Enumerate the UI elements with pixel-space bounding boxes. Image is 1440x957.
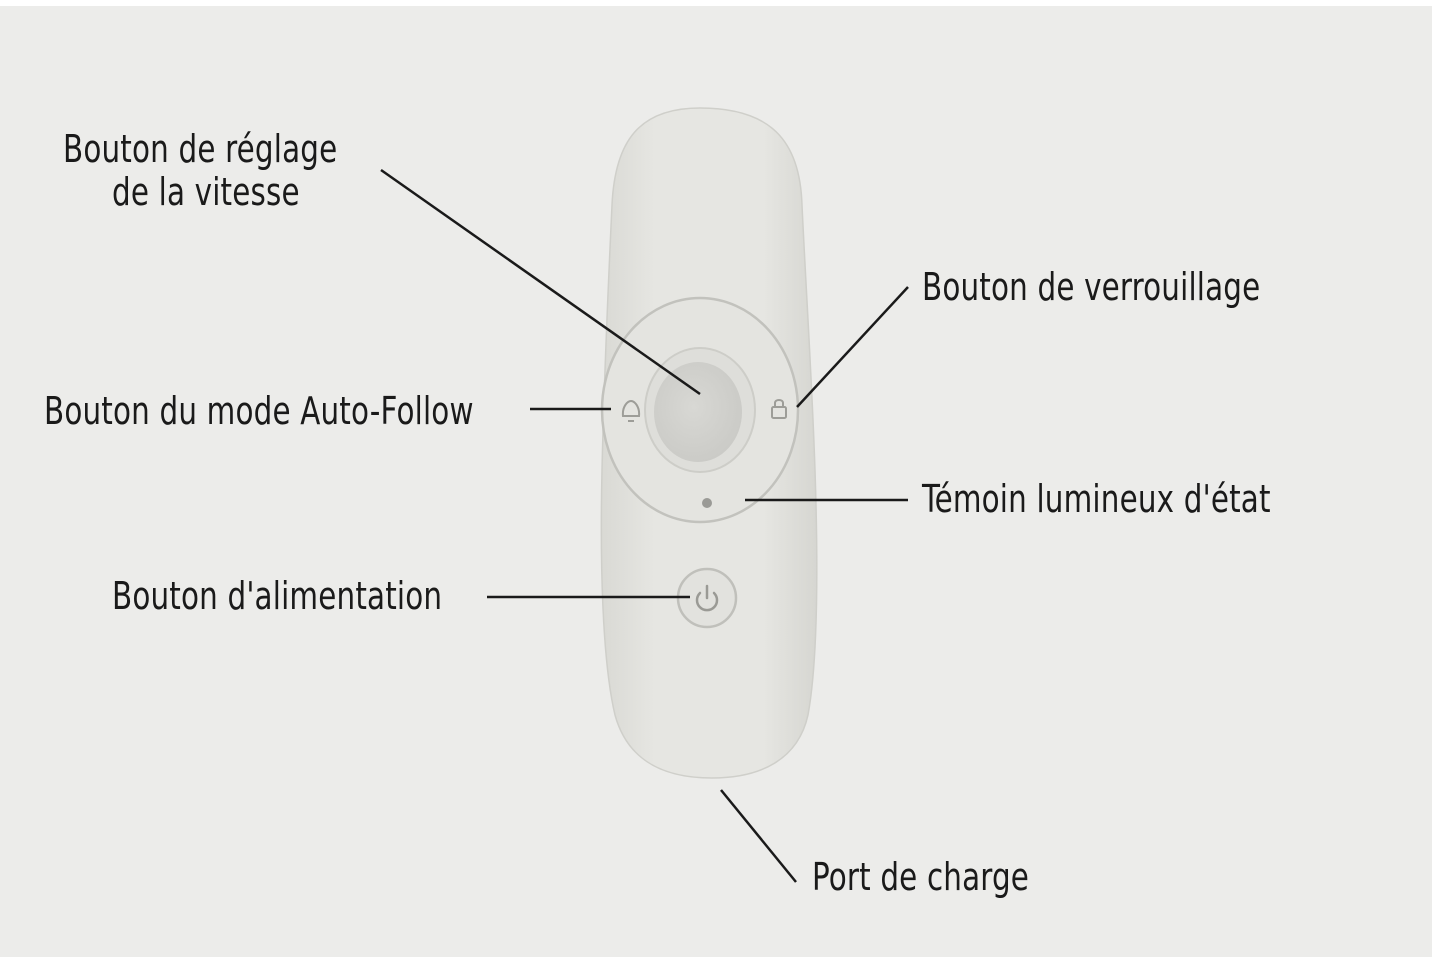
label-lock-button: Bouton de verrouillage (922, 265, 1261, 309)
label-speed-button: Bouton de réglage (63, 127, 338, 171)
label-power-button: Bouton d'alimentation (112, 574, 443, 618)
leader-lock (796, 286, 909, 408)
power-icon (695, 584, 719, 612)
lock-icon[interactable] (771, 399, 787, 419)
status-led (702, 498, 712, 508)
leader-charging (720, 789, 797, 883)
label-speed-button-line2: de la vitesse (112, 170, 300, 214)
label-auto-follow-button: Bouton du mode Auto-Follow (44, 389, 474, 433)
speed-adjust-button[interactable] (654, 362, 742, 462)
auto-follow-icon[interactable] (621, 399, 641, 422)
label-charging-port: Port de charge (812, 855, 1030, 899)
leader-speed (380, 168, 701, 396)
label-status-light: Témoin lumineux d'état (922, 477, 1271, 521)
